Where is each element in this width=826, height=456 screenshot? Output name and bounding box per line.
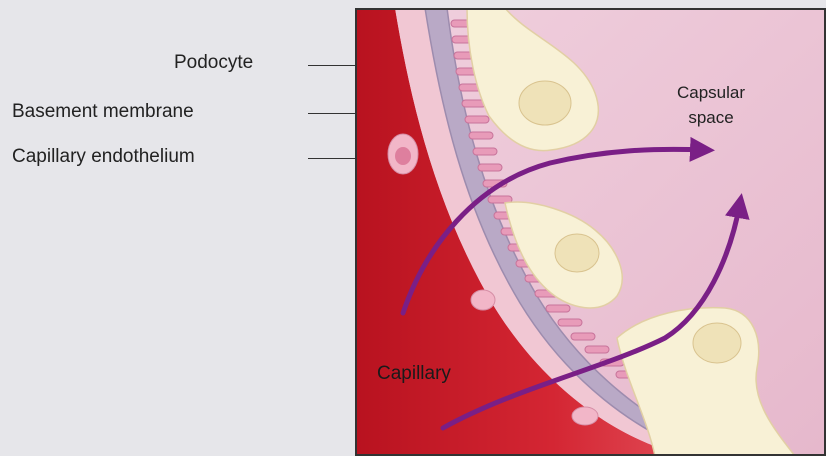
glomerulus-illustration: Capsular space Capillary: [355, 8, 826, 456]
podocyte-nucleus: [693, 323, 741, 363]
label-basement-membrane: Basement membrane: [12, 101, 194, 123]
label-podocyte: Podocyte: [174, 52, 253, 74]
podocyte-nucleus: [519, 81, 571, 125]
label-capsular-space: Capsular space: [651, 80, 771, 130]
filtration-barrier-svg: [355, 8, 826, 456]
label-capsular-space-line1: Capsular: [651, 80, 771, 105]
label-capsular-space-line2: space: [651, 105, 771, 130]
label-capillary: Capillary: [377, 363, 451, 385]
podocyte-nucleus: [555, 234, 599, 272]
label-capillary-endothelium: Capillary endothelium: [12, 146, 195, 168]
endothelial-cell: [572, 407, 598, 425]
endothelial-cell: [471, 290, 495, 310]
endothelial-cell-nucleus: [395, 147, 411, 165]
